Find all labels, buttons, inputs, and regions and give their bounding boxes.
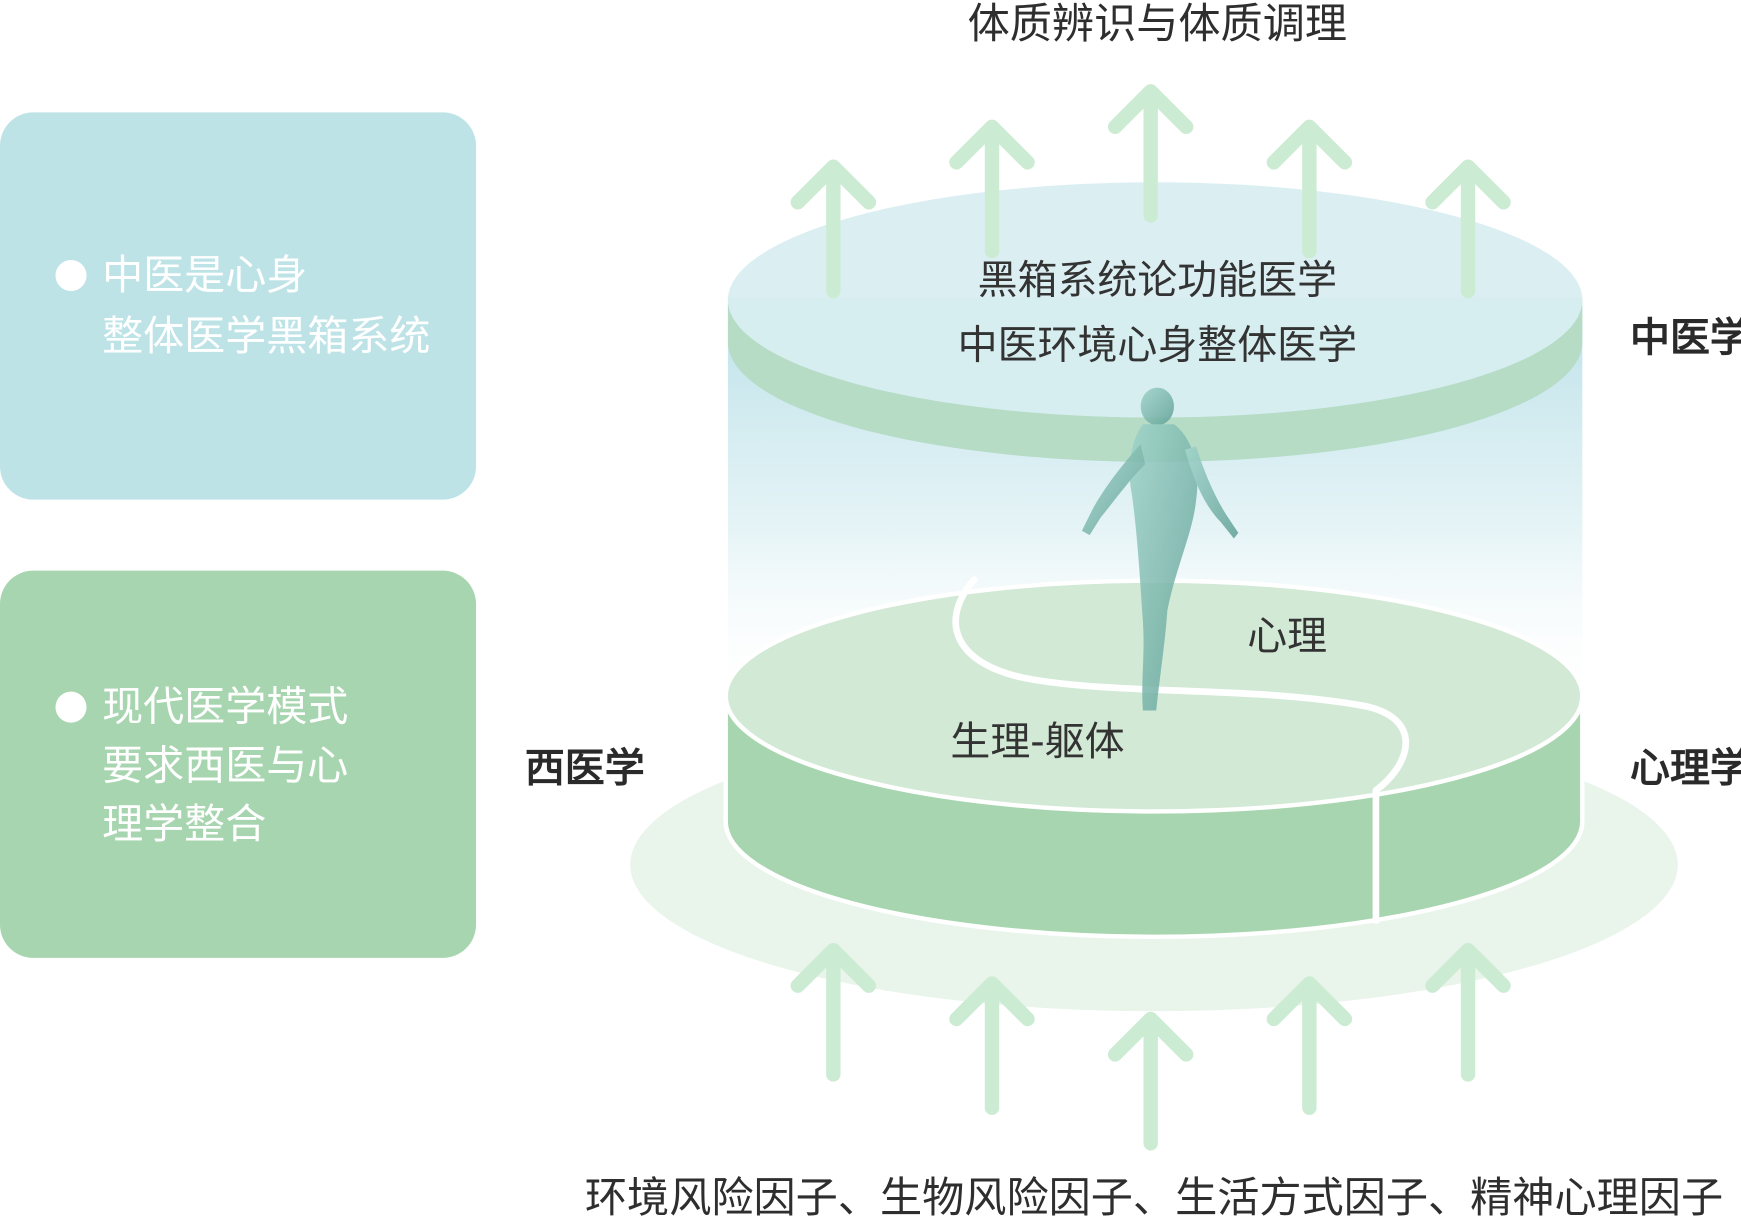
base-label-physiology: 生理-躯体 [950,719,1124,765]
card-western-line-1: 现代医学模式 [102,682,348,730]
figure-left-arm [1081,444,1146,536]
side-label-tcm: 中医学 [1630,315,1741,361]
top-disk-line-1: 黑箱系统论功能医学 [978,257,1337,303]
card-tcm-bg [0,112,477,500]
top-disk [727,182,1583,462]
figure-right-arm [1185,446,1239,539]
bottom-label: 环境风险因子、生物风险因子、生活方式因子、精神心理因子 [585,1173,1723,1219]
base-label-psychology: 心理 [1247,613,1327,659]
top-label: 体质辨识与体质调理 [968,0,1347,48]
card-western-bg [0,570,477,958]
bullet-dot [55,259,87,292]
arrow-up [1274,983,1345,1107]
base-divider-curve [952,576,1410,794]
figure-body [1129,424,1198,711]
arrow-up [956,983,1027,1107]
human-figure [1081,387,1239,711]
card-tcm-line-2: 整体医学黑箱系统 [102,312,430,360]
side-label-psychology: 心理学 [1630,745,1741,791]
card-tcm-line-1: 中医是心身 [102,251,307,299]
arrow-up [1433,950,1504,1074]
card-western: 现代医学模式 要求西医与心 理学整合 [0,570,477,958]
top-disk-line-2: 中医环境心身整体医学 [958,323,1357,369]
arrow-up [1115,1019,1186,1143]
arrow-up [798,950,869,1074]
card-western-line-2: 要求西医与心 [102,741,348,789]
side-label-western: 西医学 [525,745,645,791]
card-tcm: 中医是心身 整体医学黑箱系统 [0,112,477,500]
top-disk-face [727,182,1583,418]
bullet-dot [55,691,87,723]
card-western-line-3: 理学整合 [102,800,266,848]
figure-head [1140,387,1174,426]
